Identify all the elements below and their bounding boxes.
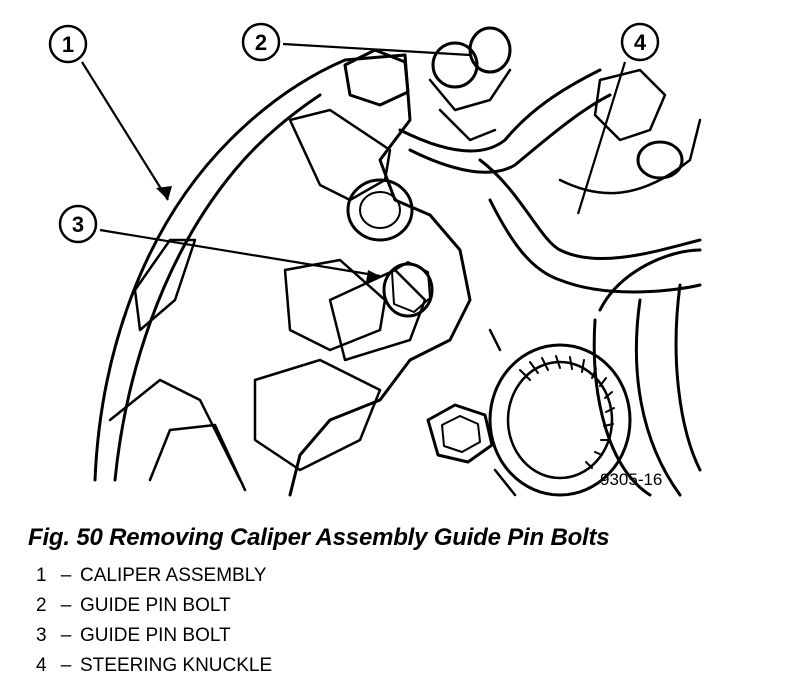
legend-num: 2 [36,595,47,616]
legend-label: CALIPER ASSEMBLY [80,565,267,586]
figure-code: 9305-16 [600,470,662,489]
legend-dash: – [60,625,72,646]
legend-num: 1 [36,565,47,586]
leader-line-1 [81,61,169,201]
callout-circle-2 [241,22,281,62]
legend-num: 3 [36,625,47,646]
callout-label-3: 3 [72,212,84,237]
legend-list: 1–CALIPER ASSEMBLY 2–GUIDE PIN BOLT 3–GU… [36,561,272,681]
caliper-diagram: 1 2 3 4 9305-16 [48,22,702,497]
callout-label-2: 2 [255,30,267,55]
legend-label: GUIDE PIN BOLT [80,595,231,616]
callout-circle-1 [48,24,88,64]
legend-dash: – [60,565,72,586]
callout-circle-4 [620,22,660,62]
legend-item: 1–CALIPER ASSEMBLY [36,561,272,591]
callout-circle-3 [58,204,98,244]
legend-item: 2–GUIDE PIN BOLT [36,591,272,621]
figure-caption: Fig. 50 Removing Caliper Assembly Guide … [28,524,610,551]
legend-dash: – [60,595,72,616]
legend-item: 4–STEERING KNUCKLE [36,651,272,681]
legend-dash: – [60,655,72,676]
legend-label: GUIDE PIN BOLT [80,625,231,646]
caliper-outline [93,53,472,497]
leader-line-2 [282,42,471,57]
legend-item: 3–GUIDE PIN BOLT [36,621,272,651]
leader-line-4 [576,61,627,215]
callout-label-1: 1 [62,32,74,57]
callout-label-4: 4 [634,30,647,55]
legend-label: STEERING KNUCKLE [80,655,273,676]
legend-num: 4 [36,655,47,676]
leader-line-3 [99,228,381,278]
